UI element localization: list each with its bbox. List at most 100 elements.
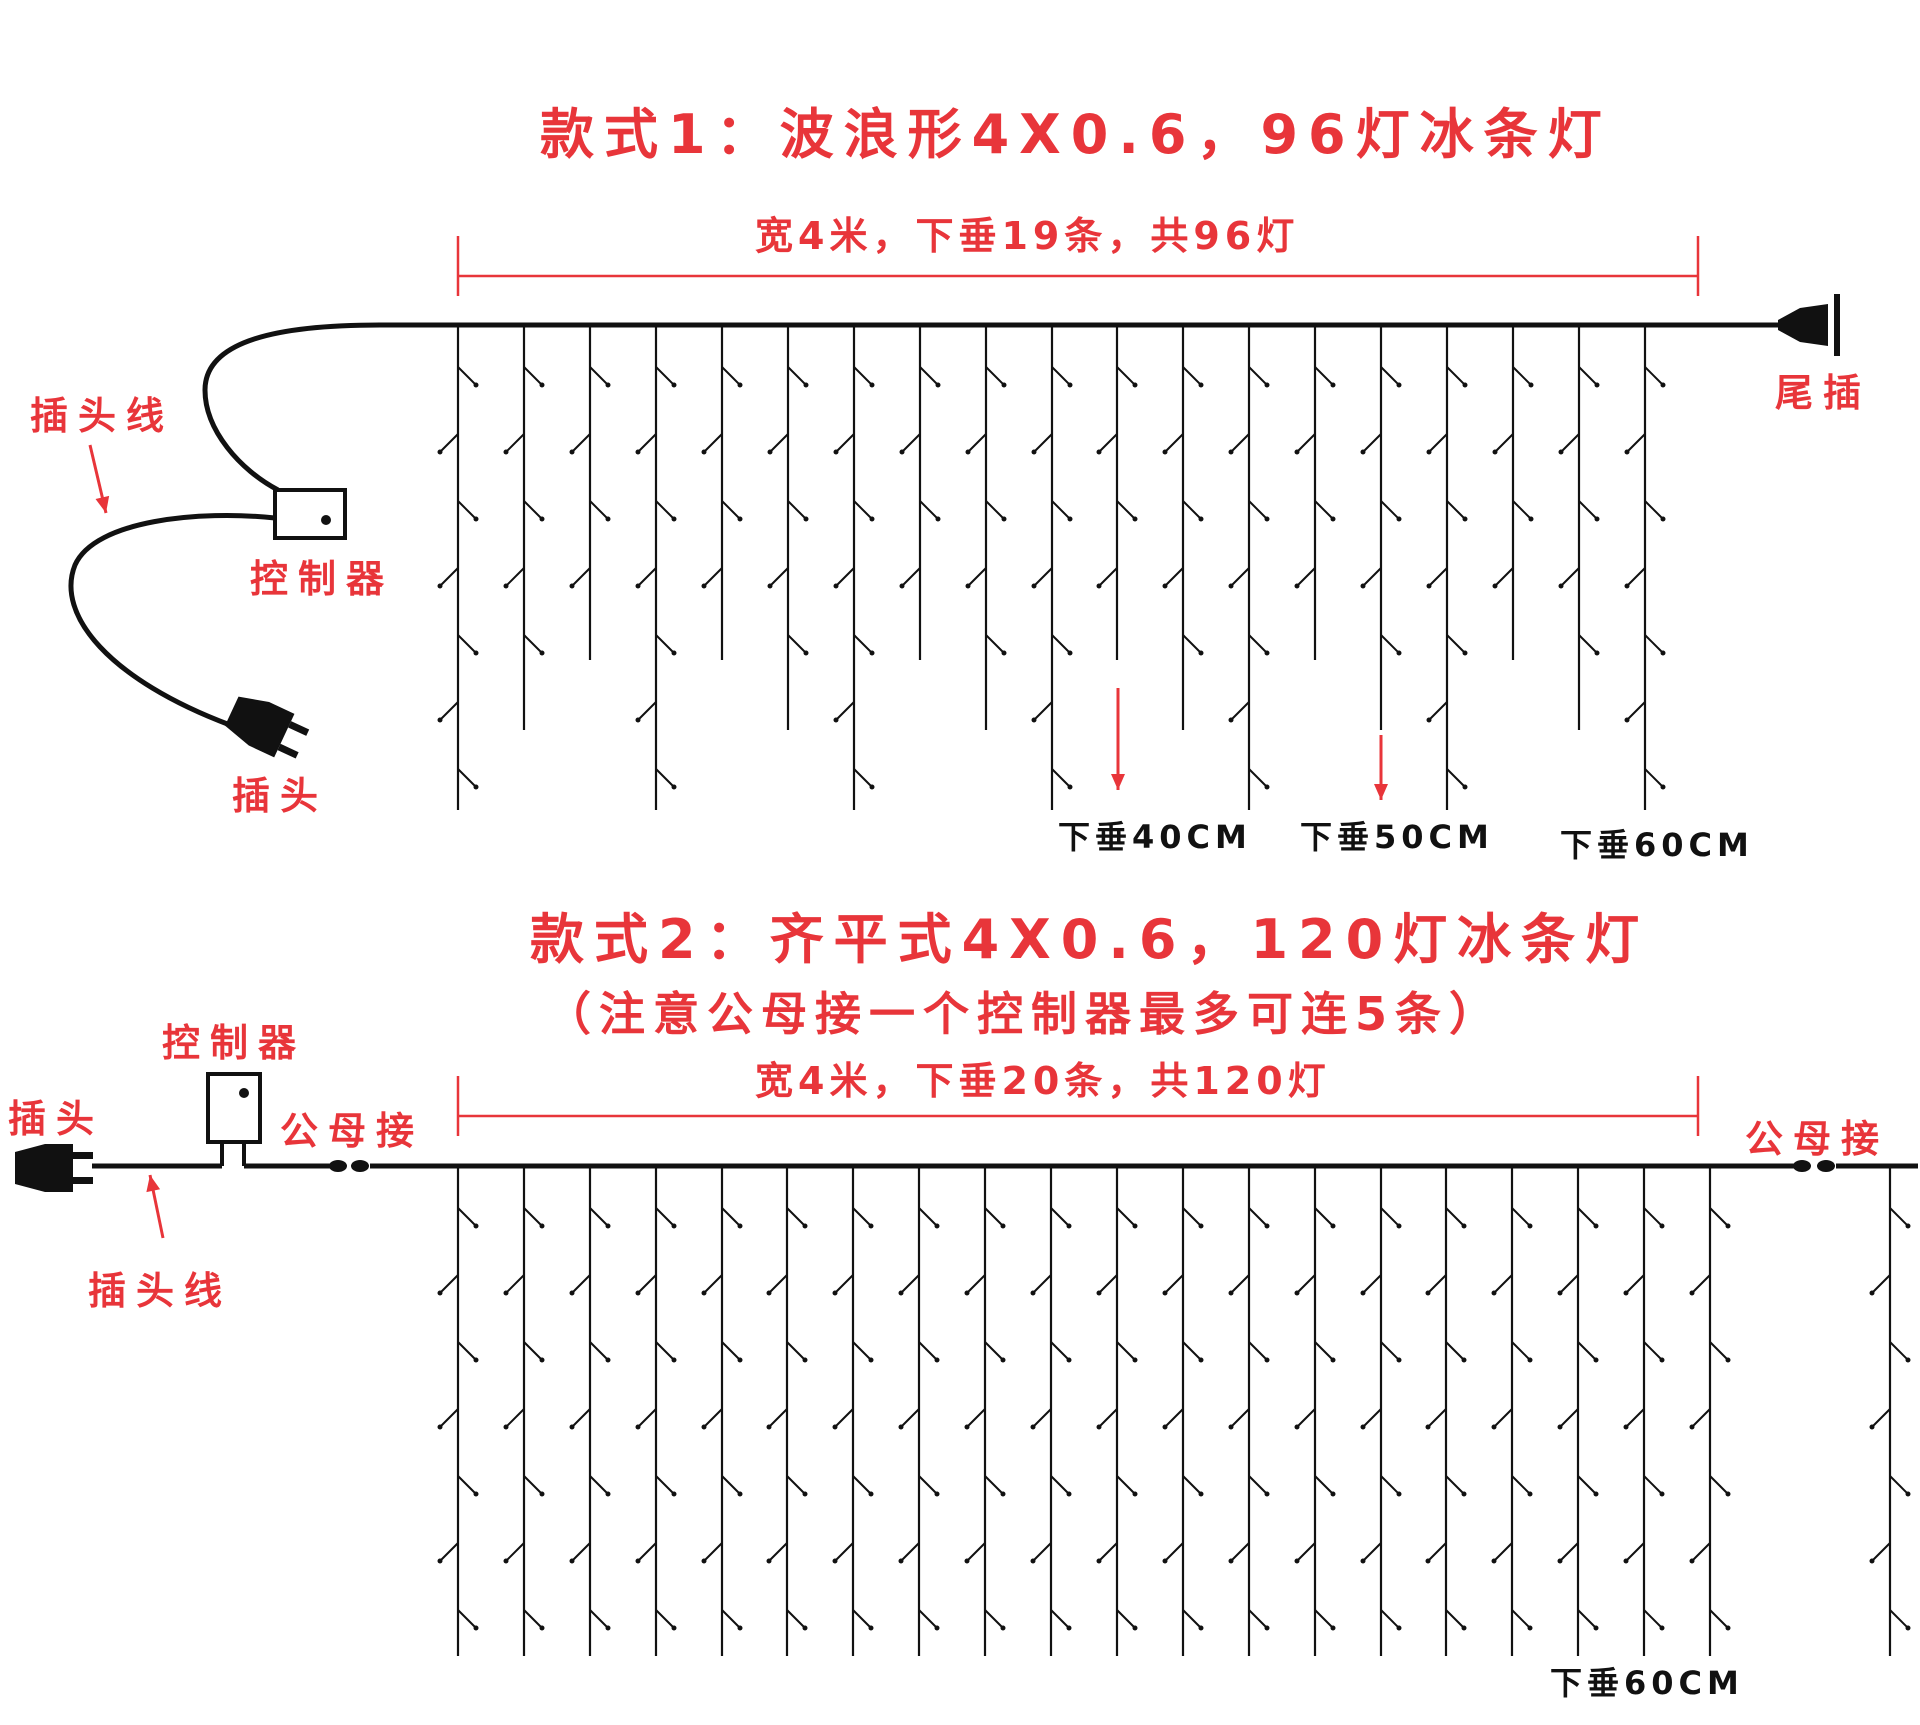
- style2-plug-pin-bottom: [73, 1177, 93, 1184]
- style2-strand-19-bulb-4: [1709, 1475, 1729, 1495]
- style1-strand-2-bulb-dot-0: [605, 382, 611, 388]
- style2-plug-cable-label: 插头线: [88, 1269, 233, 1313]
- style2-strand-16-bulb-dot-4: [1527, 1491, 1533, 1497]
- style2-strand-18-bulb-dot-6: [1659, 1625, 1665, 1631]
- style2-strand-11-bulb-3: [1164, 1408, 1184, 1428]
- style1-strand-6-bulb-dot-4: [869, 650, 875, 656]
- style2-strand-14-bulb-1: [1362, 1274, 1382, 1294]
- style2-strand-16-bulb-dot-6: [1527, 1625, 1533, 1631]
- style1-strand-17-bulb-3: [1560, 567, 1580, 587]
- style1-strand-13-bulb-dot-0: [1330, 382, 1336, 388]
- style2-strand-8-bulb-0: [984, 1207, 1004, 1227]
- style1-strand-3-bulb-6: [655, 768, 675, 788]
- style2-strand-10-bulb-dot-0: [1132, 1223, 1138, 1229]
- style1-strand-13-bulb-dot-2: [1330, 516, 1336, 522]
- style2-strand-1-bulb-dot-5: [503, 1558, 509, 1564]
- style2-strand-0-bulb-4: [457, 1475, 477, 1495]
- style2-strand-15-bulb-dot-2: [1461, 1357, 1467, 1363]
- style2-strand-18-bulb-dot-4: [1659, 1491, 1665, 1497]
- style1-strand-11-bulb-0: [1182, 366, 1202, 386]
- style1-strand-15-bulb-dot-6: [1462, 784, 1468, 790]
- style2-strand-17-bulb-dot-0: [1593, 1223, 1599, 1229]
- style1-strand-9-bulb-dot-3: [1031, 583, 1037, 589]
- style2-strand-14-bulb-6: [1380, 1609, 1400, 1629]
- style1-strand-4-bulb-dot-0: [737, 382, 743, 388]
- style1-strand-5-bulb-0: [787, 366, 807, 386]
- style1-strand-18-bulb-dot-0: [1660, 382, 1666, 388]
- style1-strand-17-bulb-dot-1: [1558, 449, 1564, 455]
- style2-strand-19-bulb-dot-2: [1725, 1357, 1731, 1363]
- style2-strand-14-bulb-2: [1380, 1341, 1400, 1361]
- style2-strand-0-bulb-3: [439, 1408, 459, 1428]
- style1-strand-5-bulb-dot-2: [803, 516, 809, 522]
- style1-strand-15-bulb-dot-2: [1462, 516, 1468, 522]
- style2-strand-18-bulb-dot-0: [1659, 1223, 1665, 1229]
- style2-strand-0-bulb-dot-0: [473, 1223, 479, 1229]
- style1-strand-11-bulb-dot-4: [1198, 650, 1204, 656]
- style2-strand-5-bulb-dot-5: [766, 1558, 772, 1564]
- style1-strand-4-bulb-0: [721, 366, 741, 386]
- style2-strand-1-bulb-4: [523, 1475, 543, 1495]
- style2-strand-14-bulb-3: [1362, 1408, 1382, 1428]
- style1-strand-10-bulb-dot-2: [1132, 516, 1138, 522]
- style2-strand-18-bulb-4: [1643, 1475, 1663, 1495]
- style2-strand-16-bulb-5: [1493, 1542, 1513, 1562]
- style1-strand-5-bulb-1: [769, 433, 789, 453]
- style1-strand-11-bulb-dot-1: [1162, 449, 1168, 455]
- style2-strand-1-bulb-dot-1: [503, 1290, 509, 1296]
- style1-strand-10-bulb-dot-1: [1096, 449, 1102, 455]
- style2-strand-0-bulb-5: [439, 1542, 459, 1562]
- style2-controller-button: [239, 1088, 249, 1098]
- style1-strand-8-bulb-3: [967, 567, 987, 587]
- style2-strand-13-bulb-2: [1314, 1341, 1334, 1361]
- style2-strand-9-bulb-dot-2: [1066, 1357, 1072, 1363]
- style1-strand-12-bulb-6: [1248, 768, 1268, 788]
- style1-controller-button: [321, 515, 331, 525]
- style1-strand-0-bulb-dot-3: [437, 583, 443, 589]
- style2-strand-10-bulb-dot-6: [1132, 1625, 1138, 1631]
- style2-strand-13-bulb-dot-6: [1330, 1625, 1336, 1631]
- style2-strand-4-bulb-1: [703, 1274, 723, 1294]
- style1-strand-1-bulb-dot-0: [539, 382, 545, 388]
- style2-drop-60-label: 下垂60CM: [1550, 1664, 1744, 1702]
- style1-strand-14-bulb-dot-3: [1360, 583, 1366, 589]
- style1-strand-15-bulb-dot-3: [1426, 583, 1432, 589]
- style2-strand-9-bulb-6: [1050, 1609, 1070, 1629]
- style1-strand-7-bulb-dot-3: [899, 583, 905, 589]
- style2-strand-11-bulb-6: [1182, 1609, 1202, 1629]
- style2-strand-13-bulb-dot-3: [1294, 1424, 1300, 1430]
- style2-strand-3-bulb-dot-4: [671, 1491, 677, 1497]
- style2-strand-2-bulb-dot-3: [569, 1424, 575, 1430]
- style1-strand-5-bulb-dot-1: [767, 449, 773, 455]
- style1-strand-10-bulb-1: [1098, 433, 1118, 453]
- style1-strand-8-bulb-0: [985, 366, 1005, 386]
- style1-strand-7-bulb-dot-2: [935, 516, 941, 522]
- style2-strand-19-bulb-0: [1709, 1207, 1729, 1227]
- style2-strand-3-bulb-dot-1: [635, 1290, 641, 1296]
- style1-strand-16-bulb-dot-1: [1492, 449, 1498, 455]
- style1-strand-5-bulb-2: [787, 500, 807, 520]
- style2-strand-11-bulb-dot-3: [1162, 1424, 1168, 1430]
- style2-strand-0-bulb-2: [457, 1341, 477, 1361]
- style2-strand-6-bulb-6: [852, 1609, 872, 1629]
- style2-strand-16-bulb-dot-3: [1491, 1424, 1497, 1430]
- style2-strand-16-bulb-dot-0: [1527, 1223, 1533, 1229]
- style1-strand-18-bulb-dot-1: [1624, 449, 1630, 455]
- style2-next-strand-bulb-dot-5: [1869, 1558, 1875, 1564]
- style2-strand-5-bulb-6: [786, 1609, 806, 1629]
- style1-strand-12-bulb-3: [1230, 567, 1250, 587]
- style1-strand-1-bulb-2: [523, 500, 543, 520]
- style1-strand-14-bulb-3: [1362, 567, 1382, 587]
- style1-strand-16-bulb-2: [1512, 500, 1532, 520]
- style1-strand-16-bulb-1: [1494, 433, 1514, 453]
- style2-strand-6-bulb-1: [834, 1274, 854, 1294]
- style2-strand-9-bulb-2: [1050, 1341, 1070, 1361]
- style1-strand-10-bulb-0: [1116, 366, 1136, 386]
- style2-strand-17-bulb-dot-5: [1557, 1558, 1563, 1564]
- style2-strand-8-bulb-1: [966, 1274, 986, 1294]
- style1-drop-50-label: 下垂50CM: [1300, 818, 1494, 856]
- style2-strand-12-bulb-2: [1248, 1341, 1268, 1361]
- style1-strand-6-bulb-4: [853, 634, 873, 654]
- style2-strand-3-bulb-3: [637, 1408, 657, 1428]
